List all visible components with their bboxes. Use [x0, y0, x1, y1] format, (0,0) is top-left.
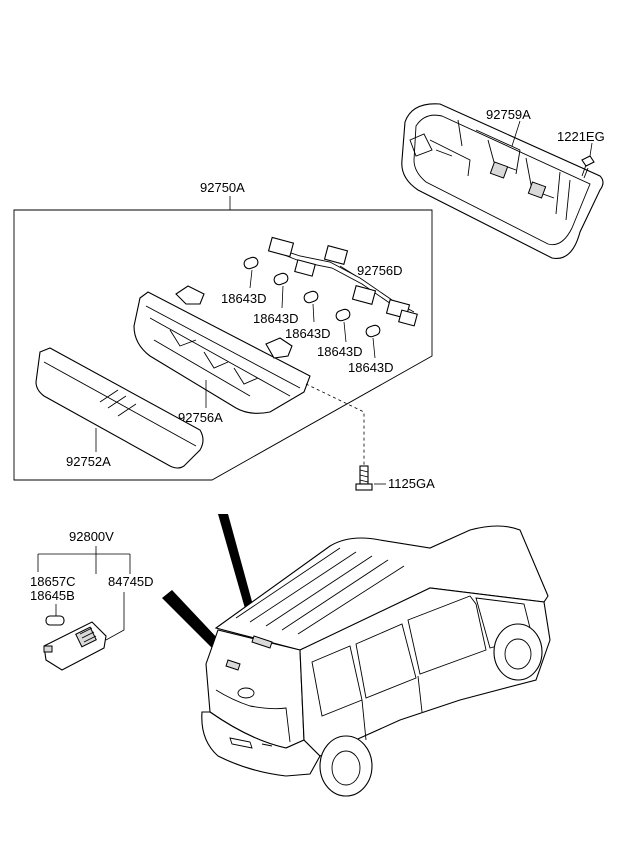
label-18643d-3: 18643D — [285, 326, 331, 341]
label-84745d: 84745D — [108, 574, 154, 589]
wiring-harness-92756d — [267, 236, 418, 327]
bolt-guide-line — [305, 383, 365, 466]
label-92756d: 92756D — [357, 263, 403, 278]
label-92752a: 92752A — [66, 454, 111, 469]
label-18643d-5: 18643D — [348, 360, 394, 375]
leader-1221eg — [589, 142, 593, 157]
assembly-frame — [13, 209, 433, 481]
label-92800v: 92800V — [69, 529, 114, 544]
screw-1221eg — [581, 155, 595, 179]
lens-92752a — [35, 347, 204, 469]
leader-18643d-5 — [372, 337, 376, 359]
label-92750a: 92750A — [200, 180, 245, 195]
leader-92800v — [37, 546, 131, 574]
label-1125ga: 1125GA — [388, 476, 435, 491]
license-lamp-92800v — [43, 621, 107, 671]
label-92756a: 92756A — [178, 410, 223, 425]
leader-18643d-4 — [343, 321, 347, 343]
leader-18643d-2 — [281, 285, 284, 309]
lamp-housing-92756a — [133, 285, 311, 414]
leader-18643d-1 — [249, 269, 253, 289]
small-bulb-18657c — [45, 615, 65, 626]
leader-84745d — [105, 592, 125, 641]
leader-92759a — [511, 120, 521, 147]
label-18643d-1: 18643D — [221, 291, 267, 306]
bulbs-18643d — [243, 256, 381, 338]
leader-18643d-3 — [312, 303, 315, 323]
label-18657c: 18657C — [30, 574, 76, 589]
bolt-1125ga — [355, 465, 373, 491]
label-92759a: 92759A — [486, 107, 531, 122]
vehicle-illustration — [162, 514, 551, 797]
cover-housing-92759a — [401, 103, 604, 260]
label-18645b: 18645B — [30, 588, 75, 603]
label-18643d-2: 18643D — [253, 311, 299, 326]
leader-92756d — [339, 265, 357, 277]
label-18643d-4: 18643D — [317, 344, 363, 359]
label-1221eg: 1221EG — [557, 129, 605, 144]
